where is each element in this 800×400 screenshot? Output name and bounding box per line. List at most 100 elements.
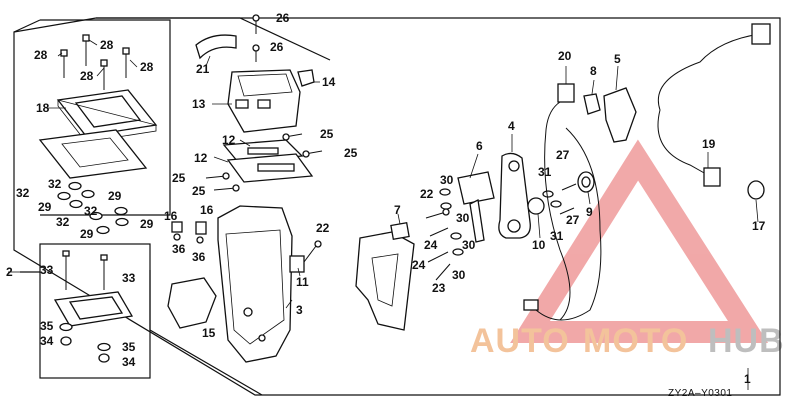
callout-22: 22 [420,187,434,201]
nuts-washers-upper [57,181,129,235]
brackets-12 [222,139,314,183]
screws-25 [205,133,323,192]
callout-10: 10 [532,238,546,252]
callout-24: 24 [424,238,438,252]
callout-28: 28 [80,69,94,83]
watermark-moto: MOTO [583,322,688,360]
callout-30: 30 [456,211,470,225]
callout-29: 29 [38,200,52,214]
hardware-right [527,171,595,215]
bolts-28 [60,34,130,90]
watermark: AUTO MOTO HUB [470,139,785,360]
callout-22: 22 [316,221,330,235]
callout-14: 14 [322,75,336,89]
leader-lines [8,39,759,390]
callout-35: 35 [122,340,136,354]
callout-20: 20 [558,49,572,63]
top-group-frame [96,17,331,61]
hardware-center [425,188,464,281]
callout-29: 29 [80,227,94,241]
lower-mount-group [53,250,134,363]
callout-12: 12 [194,151,208,165]
plate-center [355,231,415,331]
left-group-frame-join [13,19,41,33]
callout-36: 36 [192,250,206,264]
callout-16: 16 [164,209,178,223]
callout-16: 16 [200,203,214,217]
block-7 [390,221,410,241]
clip-11 [289,240,322,273]
callout-30: 30 [440,173,454,187]
callout-28: 28 [34,48,48,62]
lever-6 [457,171,495,243]
callout-7: 7 [394,203,401,217]
grommet-17 [747,180,765,200]
callout-12: 12 [222,133,236,147]
callout-18: 18 [36,101,50,115]
callout-15: 15 [202,326,216,340]
callout-27: 27 [566,213,580,227]
callout-33: 33 [40,263,54,277]
callout-17: 17 [752,219,766,233]
harness-19 [657,23,771,187]
callout-30: 30 [462,238,476,252]
screws-26 [252,14,260,62]
callout-29: 29 [108,189,122,203]
callout-34: 34 [122,355,136,369]
callout-26: 26 [276,11,290,25]
callout-32: 32 [56,215,70,229]
center-group-frame [149,270,263,396]
callout-3: 3 [296,303,303,317]
callout-6: 6 [476,139,483,153]
callout-36: 36 [172,242,186,256]
watermark-hub: HUB [708,322,785,360]
callout-32: 32 [16,186,30,200]
catalog-code: ZY2A–Y0301 [668,388,733,399]
callout-21: 21 [196,62,210,76]
callout-35: 35 [40,319,54,333]
callout-4: 4 [508,119,515,133]
callout-8: 8 [590,64,597,78]
callout-27: 27 [556,148,570,162]
callout-32: 32 [84,204,98,218]
callout-24: 24 [412,258,426,272]
left-group-frame [40,19,171,216]
gasket [38,129,148,179]
callout-33: 33 [122,271,136,285]
callout-1: 1 [744,372,751,386]
callout-11: 11 [296,275,309,289]
callout-30: 30 [452,268,466,282]
callout-25: 25 [320,127,334,141]
callout-2: 2 [6,265,13,279]
callout-28: 28 [140,60,154,74]
callout-32: 32 [48,177,62,191]
callout-25: 25 [172,171,186,185]
callout-31: 31 [550,229,564,243]
callout-9: 9 [586,205,593,219]
callout-labels: 26 26 28 28 28 28 21 14 13 18 25 12 25 1… [6,11,766,386]
callout-25: 25 [344,146,358,160]
cap-8 [583,93,601,115]
connector-lower [523,299,539,311]
arm-4 [498,152,531,239]
control-box-3 [217,205,293,363]
handle-5 [603,87,637,143]
callout-31: 31 [538,165,552,179]
callout-29: 29 [140,217,154,231]
housing-13 [227,69,301,133]
callout-26: 26 [270,40,284,54]
callout-34: 34 [40,334,54,348]
watermark-auto: AUTO [470,322,570,360]
cover-15 [167,277,217,329]
callout-5: 5 [614,52,621,66]
callout-13: 13 [192,97,206,111]
callout-19: 19 [702,137,716,151]
plate-18 [56,89,158,143]
callout-28: 28 [100,38,114,52]
cover-21 [195,34,237,60]
clip-14 [297,69,315,87]
fittings-16-36 [171,221,207,244]
watermark-triangle [510,139,769,343]
